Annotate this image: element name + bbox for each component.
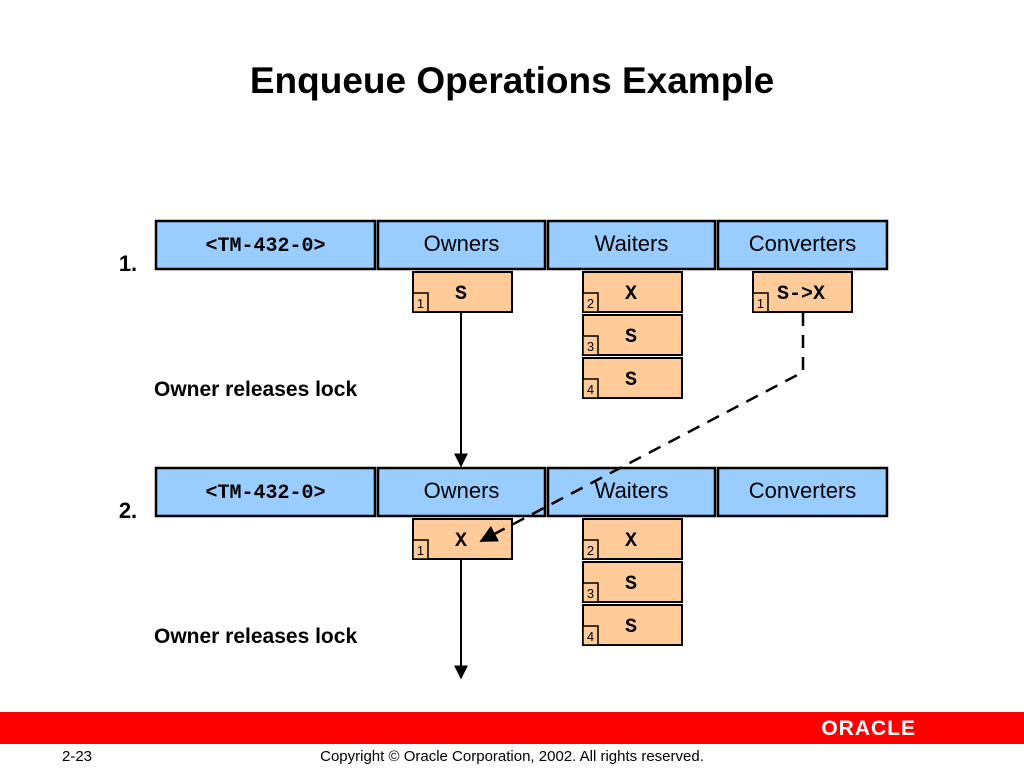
header-cell-converters bbox=[716, 219, 889, 271]
header-waiters-label: Waiters bbox=[595, 231, 669, 256]
page-number: 2-23 bbox=[62, 748, 93, 765]
owner-lock-seq-tab bbox=[412, 292, 429, 313]
waiter-lock-box bbox=[582, 314, 683, 356]
header-cell-resource bbox=[154, 219, 377, 271]
waiter-lock-seq-tab bbox=[582, 292, 599, 313]
waiter-lock-seq-tab bbox=[582, 539, 599, 560]
caption: Owner releases lock bbox=[154, 625, 357, 648]
waiter-lock-box bbox=[582, 271, 683, 313]
waiter-lock-seq: 2 bbox=[587, 296, 594, 311]
converter-lock-box bbox=[752, 271, 853, 313]
waiter-lock-seq: 4 bbox=[587, 382, 594, 397]
step-label: 2. bbox=[119, 498, 137, 523]
waiter-lock-seq-tab bbox=[582, 582, 599, 603]
header-cell-owners bbox=[376, 219, 547, 271]
waiter-lock-mode: S bbox=[625, 616, 637, 639]
header-cell-owners bbox=[376, 466, 547, 518]
waiter-lock-seq-tab bbox=[582, 378, 599, 399]
waiter-lock-mode: S bbox=[625, 573, 637, 596]
waiter-lock-mode: S bbox=[625, 326, 637, 349]
owner-lock-box bbox=[412, 271, 513, 313]
header-resource-label: <TM-432-0> bbox=[205, 482, 325, 505]
header-waiters-label: Waiters bbox=[595, 478, 669, 503]
footer-bar bbox=[0, 712, 1024, 744]
waiter-lock-box bbox=[582, 561, 683, 603]
waiter-lock-seq-tab bbox=[582, 335, 599, 356]
header-cell-waiters bbox=[546, 219, 717, 271]
waiter-lock-box bbox=[582, 357, 683, 399]
header-cell-converters bbox=[716, 466, 889, 518]
oracle-logo: ORACLE bbox=[821, 717, 916, 740]
waiter-lock-seq-tab bbox=[582, 625, 599, 646]
header-cell-resource bbox=[154, 466, 377, 518]
waiter-lock-mode: X bbox=[625, 530, 637, 553]
waiter-lock-seq: 3 bbox=[587, 586, 594, 601]
copyright-notice: Copyright © Oracle Corporation, 2002. Al… bbox=[320, 748, 704, 765]
converter-lock-seq: 1 bbox=[757, 296, 764, 311]
owner-lock-mode: X bbox=[455, 530, 467, 553]
header-owners-label: Owners bbox=[424, 231, 500, 256]
waiter-lock-seq: 2 bbox=[587, 543, 594, 558]
owner-lock-mode: S bbox=[455, 283, 467, 306]
header-resource-label: <TM-432-0> bbox=[205, 235, 325, 258]
owner-lock-seq: 1 bbox=[417, 296, 424, 311]
step-label: 1. bbox=[119, 251, 137, 276]
owner-lock-seq-tab bbox=[412, 539, 429, 560]
slide-title: Enqueue Operations Example bbox=[249, 60, 775, 101]
converter-lock-mode: S->X bbox=[777, 283, 825, 306]
owner-lock-seq: 1 bbox=[417, 543, 424, 558]
header-converters-label: Converters bbox=[749, 478, 857, 503]
header-owners-label: Owners bbox=[424, 478, 500, 503]
header-converters-label: Converters bbox=[749, 231, 857, 256]
waiter-lock-seq: 3 bbox=[587, 339, 594, 354]
waiter-lock-box bbox=[582, 604, 683, 646]
waiter-lock-seq: 4 bbox=[587, 629, 594, 644]
waiter-lock-mode: X bbox=[625, 283, 637, 306]
waiter-lock-mode: S bbox=[625, 369, 637, 392]
caption: Owner releases lock bbox=[154, 378, 357, 401]
converter-lock-seq-tab bbox=[752, 292, 769, 313]
waiter-lock-box bbox=[582, 518, 683, 560]
